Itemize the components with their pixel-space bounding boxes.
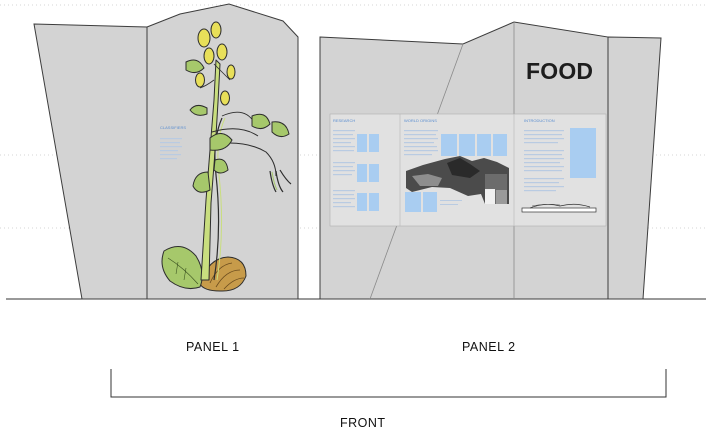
panel-title-food: FOOD bbox=[526, 58, 594, 84]
panel1-left-wing bbox=[33, 23, 148, 300]
research-section bbox=[333, 130, 379, 211]
research-image-placeholders bbox=[357, 134, 379, 211]
flower-buds bbox=[195, 21, 236, 106]
panel1-label: PANEL 1 bbox=[186, 340, 240, 354]
research-heading: RESEARCH bbox=[333, 118, 356, 123]
leaf-icon bbox=[209, 133, 233, 151]
world-origins-section bbox=[404, 130, 509, 212]
origins-image-placeholders bbox=[405, 134, 507, 212]
intro-image-placeholder bbox=[570, 128, 596, 178]
panel1-main-face bbox=[146, 3, 299, 300]
introduction-heading: INTRODUCTION bbox=[524, 118, 555, 123]
leaf-icon bbox=[189, 104, 208, 116]
squash-icon bbox=[199, 256, 247, 292]
origins-text-lines bbox=[404, 130, 462, 205]
leaf-icon bbox=[271, 121, 290, 138]
panel1-small-heading: CLASSIFIERS bbox=[160, 125, 187, 130]
plant-illustration bbox=[161, 21, 292, 292]
book-shelf-object bbox=[521, 203, 597, 213]
front-bracket bbox=[110, 369, 667, 398]
leaf-icon bbox=[251, 113, 271, 130]
leaf-icon bbox=[192, 171, 211, 193]
leaf-icon bbox=[213, 158, 229, 174]
front-label: FRONT bbox=[340, 416, 386, 430]
world-origins-heading: WORLD ORIGINS bbox=[404, 118, 437, 123]
intro-text-lines bbox=[524, 130, 564, 192]
panel2-right-wing bbox=[607, 36, 662, 300]
research-text-lines bbox=[333, 130, 355, 208]
leaf-icon bbox=[185, 59, 205, 74]
plant-stalk bbox=[200, 59, 221, 281]
world-map-graphic bbox=[406, 156, 509, 204]
panel1-text-lines bbox=[160, 138, 182, 160]
panel2-label: PANEL 2 bbox=[462, 340, 516, 354]
introduction-section bbox=[521, 128, 597, 213]
